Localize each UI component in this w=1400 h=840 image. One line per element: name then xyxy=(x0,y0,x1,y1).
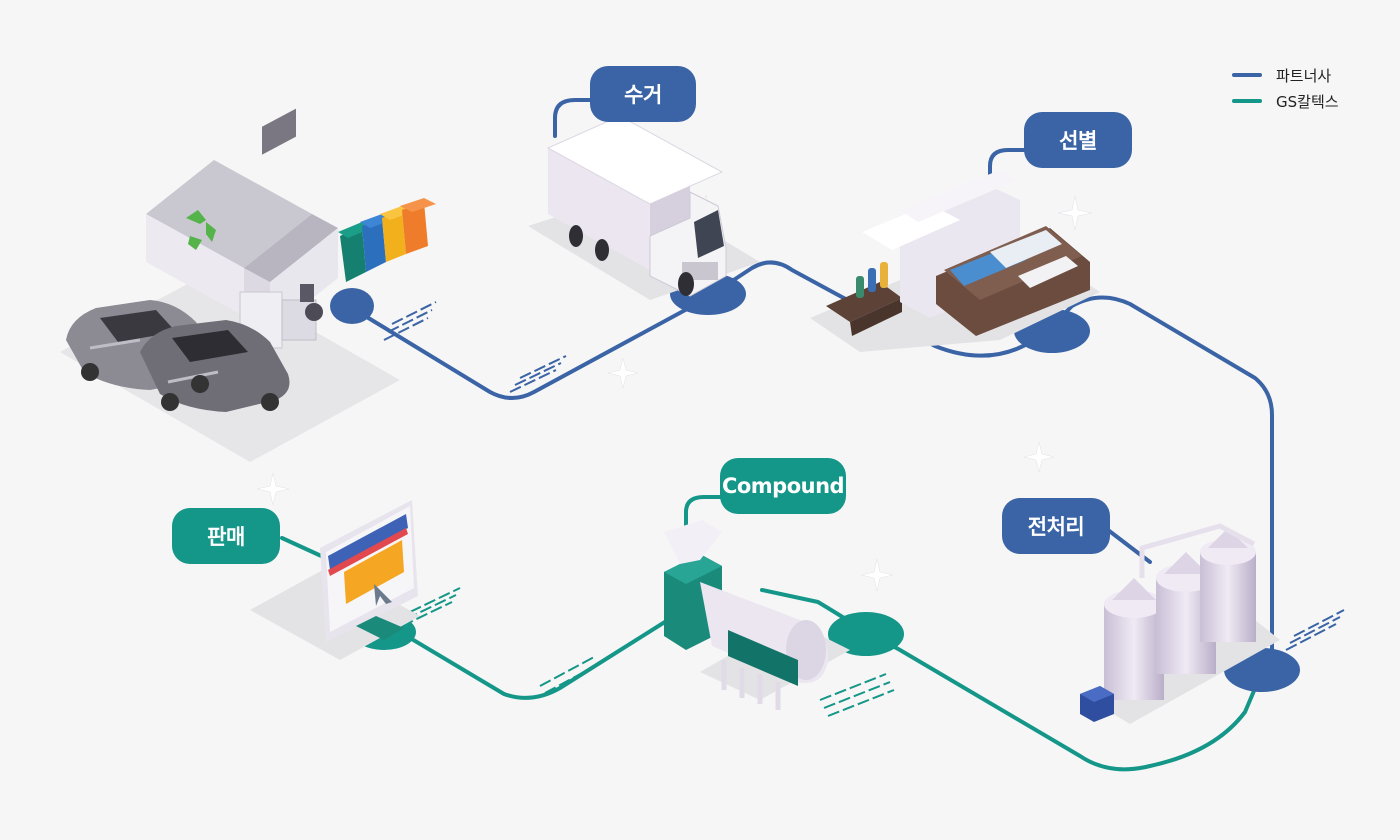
truck-icon xyxy=(528,115,760,300)
step-label-compound: Compound xyxy=(720,458,846,514)
step-label-sell: 판매 xyxy=(172,508,280,564)
legend-item-gs: GS칼텍스 xyxy=(1232,88,1339,114)
legend-swatch-gs xyxy=(1232,99,1262,103)
node-depot xyxy=(330,288,374,324)
compound-extruder-icon xyxy=(664,520,850,710)
computer-sales-icon xyxy=(250,500,420,660)
step-label-collect: 수거 xyxy=(590,66,696,122)
legend-item-partner: 파트너사 xyxy=(1232,62,1339,88)
legend-label-partner: 파트너사 xyxy=(1276,66,1332,85)
conveyor-sorting-icon xyxy=(810,170,1100,352)
step-label-sort: 선별 xyxy=(1024,112,1132,168)
motion-lines xyxy=(383,301,1345,717)
step-label-pretreat: 전처리 xyxy=(1002,498,1110,554)
legend: 파트너사 GS칼텍스 xyxy=(1232,62,1339,114)
node-compound xyxy=(828,612,904,656)
legend-label-gs: GS칼텍스 xyxy=(1276,92,1339,111)
recycling-center-icon xyxy=(60,108,436,462)
legend-swatch-partner xyxy=(1232,73,1262,77)
pretreatment-tanks-icon xyxy=(1080,523,1280,724)
